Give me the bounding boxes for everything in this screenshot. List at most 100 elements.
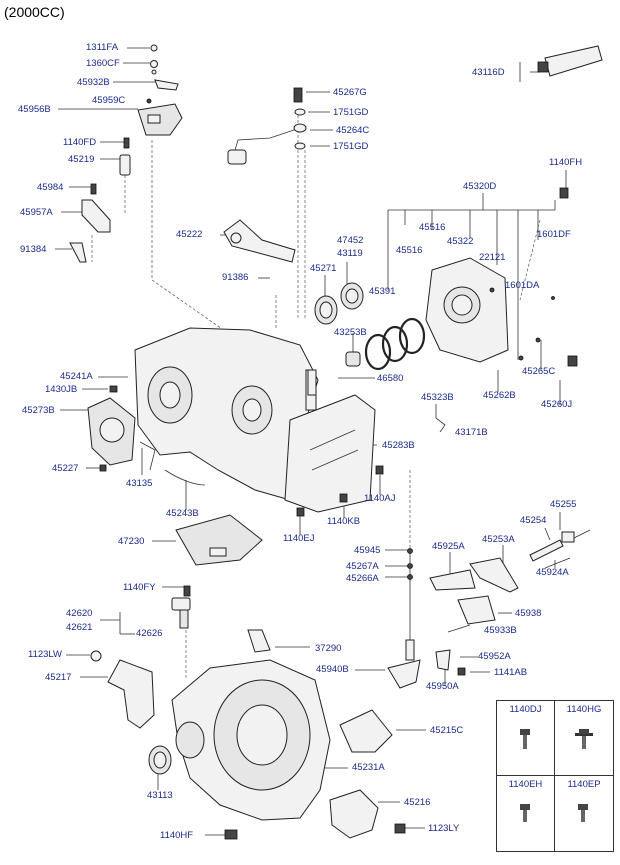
bolt-1140HF <box>224 829 238 840</box>
label-1751GD-lower: 1751GD <box>333 141 369 152</box>
rod-45254 <box>529 539 564 562</box>
clip-1360CF <box>150 60 158 75</box>
bearing-43253B <box>345 351 361 367</box>
switch-45219 <box>119 154 131 176</box>
label-45265C: 45265C <box>522 366 556 377</box>
speed-sensor-42620 <box>171 597 191 629</box>
bolt-1141AB <box>457 667 466 676</box>
bolt-1140KB <box>339 493 348 503</box>
bolt-reference-table: 1140DJ 1140HG 1140EH 1140EP <box>496 700 614 852</box>
label-45231A: 45231A <box>352 762 385 773</box>
label-42620: 42620 <box>66 608 93 619</box>
bolt-45984 <box>90 183 97 195</box>
bolt-icon <box>520 804 530 822</box>
label-45391: 45391 <box>369 286 396 297</box>
seal-45271 <box>314 295 338 325</box>
label-43135: 43135 <box>126 478 153 489</box>
label-43119: 43119 <box>337 248 363 259</box>
label-45241A: 45241A <box>60 371 93 382</box>
label-45940B: 45940B <box>316 664 349 675</box>
bolt-1123LW <box>90 650 102 662</box>
label-45932B: 45932B <box>77 77 110 88</box>
lever-45932B <box>146 79 179 104</box>
label-1601DF: 1601DF <box>537 229 571 240</box>
washer-1751GD <box>294 108 306 150</box>
label-1140FY: 1140FY <box>123 582 156 593</box>
bolt-cell-label: 1140EP <box>567 779 601 790</box>
bolt-cell-label: 1140DJ <box>509 704 542 715</box>
sensor-45956B <box>137 103 183 136</box>
bolt-cell: 1140EH <box>497 776 555 851</box>
shift-bracket-45253A <box>469 557 519 593</box>
shift-lever-45925A <box>429 569 476 591</box>
label-45984: 45984 <box>37 182 64 193</box>
valve-body-45283B <box>284 394 376 513</box>
label-43253B: 43253B <box>334 327 367 338</box>
seal-47452 <box>340 282 364 310</box>
bolt-1140FY <box>183 585 191 597</box>
bolt-cell: 1140DJ <box>497 701 555 776</box>
label-45264C: 45264C <box>336 125 370 136</box>
label-1140EJ: 1140EJ <box>283 533 315 544</box>
label-45933B: 45933B <box>484 625 517 636</box>
label-45516-lower: 45516 <box>396 245 423 256</box>
bolt-1140EJ <box>296 507 305 517</box>
shim-45323B <box>435 417 446 433</box>
label-45957A: 45957A <box>20 207 53 218</box>
page-title: (2000CC) <box>4 4 65 20</box>
label-45956B: 45956B <box>18 104 51 115</box>
label-91384: 91384 <box>20 244 47 255</box>
rod-45940B <box>387 639 421 689</box>
label-1140FH: 1140FH <box>549 157 583 168</box>
label-47230: 47230 <box>118 536 145 547</box>
label-45273B: 45273B <box>22 405 55 416</box>
label-1140AJ: 1140AJ <box>364 493 396 504</box>
bolt-45933B <box>447 624 471 633</box>
gasket-43135 <box>139 441 156 471</box>
label-45260J: 45260J <box>541 399 573 410</box>
pin-1601DA <box>518 337 541 361</box>
label-45267G: 45267G <box>333 87 367 98</box>
bracket-45938 <box>457 595 496 625</box>
lever-45222 <box>223 219 296 263</box>
label-45217: 45217 <box>45 672 72 683</box>
label-45216: 45216 <box>404 797 431 808</box>
sensor-46580 <box>307 369 317 396</box>
label-45945: 45945 <box>354 545 381 556</box>
bolt-1140FD <box>123 137 130 149</box>
label-1311FA: 1311FA <box>86 42 119 53</box>
label-45255: 45255 <box>550 499 577 510</box>
rear-cover-45320D <box>425 257 555 363</box>
bracket-45216 <box>329 789 379 839</box>
label-45227: 45227 <box>52 463 79 474</box>
label-45938: 45938 <box>515 608 542 619</box>
label-91386: 91386 <box>222 272 249 283</box>
label-47452: 47452 <box>337 235 364 246</box>
label-45283B: 45283B <box>382 440 415 451</box>
cable-45255 <box>561 529 591 543</box>
label-1141AB: 1141AB <box>494 667 528 678</box>
rod-45924A <box>544 557 571 569</box>
bracket-45215C <box>339 709 393 753</box>
label-1123LY: 1123LY <box>428 823 460 834</box>
bolt-cell: 1140EP <box>555 776 613 851</box>
label-42626: 42626 <box>136 628 163 639</box>
bracket-45957A <box>81 199 111 233</box>
label-37290: 37290 <box>315 643 342 654</box>
label-43171B: 43171B <box>455 427 488 438</box>
label-46580: 46580 <box>377 373 404 384</box>
label-45950A: 45950A <box>426 681 459 692</box>
label-45267A: 45267A <box>346 561 379 572</box>
bracket-45952A <box>435 649 451 671</box>
label-1140FD: 1140FD <box>63 137 97 148</box>
cover-45273B <box>87 397 136 466</box>
label-1601DA: 1601DA <box>505 280 540 291</box>
label-45959C: 45959C <box>92 95 126 106</box>
label-45254: 45254 <box>520 515 547 526</box>
label-1140HF: 1140HF <box>160 830 194 841</box>
label-1751GD-upper: 1751GD <box>333 107 369 118</box>
bolt-icon <box>578 804 588 822</box>
label-45924A: 45924A <box>536 567 569 578</box>
label-1360CF: 1360CF <box>86 58 120 69</box>
leader-lines <box>55 47 567 836</box>
